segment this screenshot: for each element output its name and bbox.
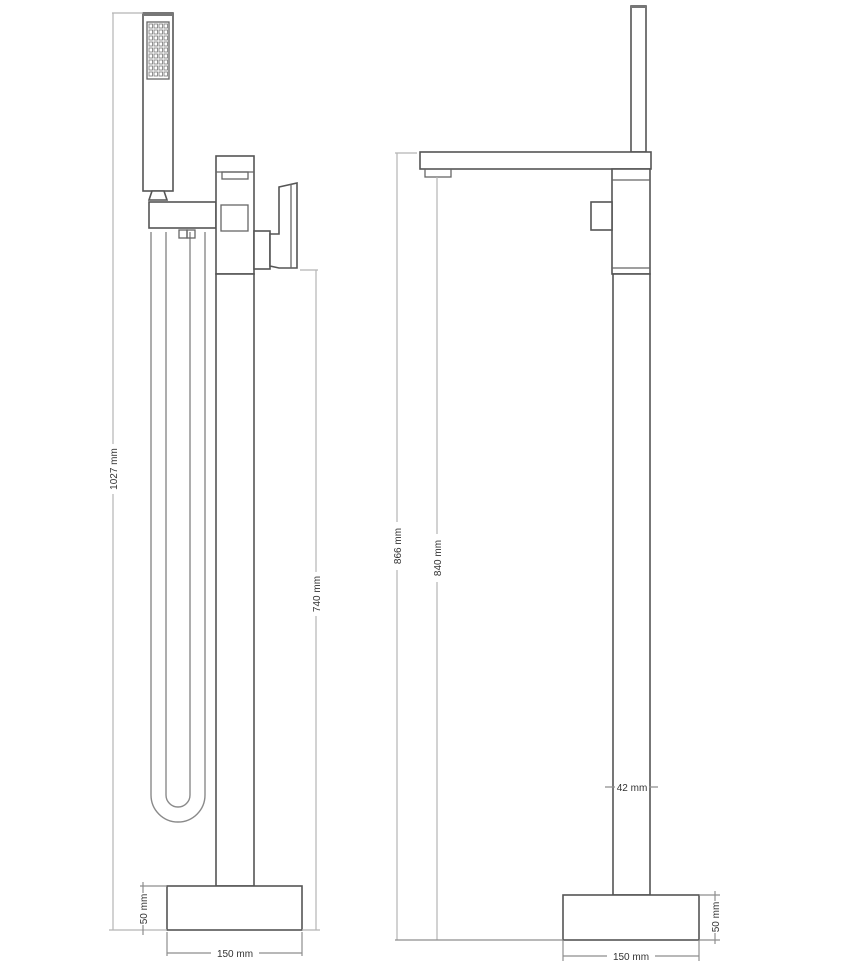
label-50mm-front: 50 mm: [139, 894, 150, 925]
hand-shower-side: [630, 5, 647, 153]
label-1027mm: 1027 mm: [109, 448, 120, 490]
label-150mm-front: 150 mm: [217, 949, 253, 960]
spout: [419, 151, 652, 178]
floor-base-side: [562, 894, 700, 941]
hand-shower: [142, 12, 174, 201]
dimension-base-height: 50 mm: [136, 882, 167, 935]
label-50mm-side: 50 mm: [711, 902, 722, 933]
faucet-column: [215, 273, 255, 887]
spray-nozzles-icon: [148, 23, 168, 77]
faucet-column-side: [612, 273, 651, 896]
lever-handle-side: [590, 201, 613, 231]
dimension-outlet-height: 840 mm: [430, 177, 444, 940]
dimension-base-height-side: 50 mm: [699, 891, 722, 944]
front-view: 1027 mm 740 mm 50 mm 150 mm: [106, 12, 323, 960]
label-150mm-side: 150 mm: [613, 952, 649, 963]
lever-handle: [253, 182, 298, 270]
dimension-base-width: 150 mm: [166, 932, 303, 960]
dimension-base-width-side: 150 mm: [562, 940, 700, 963]
side-view: 866 mm 840 mm 42 mm 50 mm: [390, 5, 722, 963]
faucet-body-side: [590, 168, 651, 275]
faucet-body: [215, 155, 255, 275]
dimension-total-height: 1027 mm: [106, 12, 167, 931]
floor-base: [166, 885, 303, 931]
dimension-handle-height: 740 mm: [300, 269, 323, 931]
label-740mm: 740 mm: [312, 576, 323, 612]
label-840mm: 840 mm: [433, 540, 444, 576]
dimension-spout-height: 866 mm: [390, 152, 417, 940]
shower-hose: [150, 232, 206, 823]
label-866mm: 866 mm: [393, 528, 404, 564]
label-42mm: 42 mm: [617, 783, 648, 794]
shower-holder: [148, 201, 217, 239]
dimension-column-diameter: 42 mm: [605, 780, 658, 794]
